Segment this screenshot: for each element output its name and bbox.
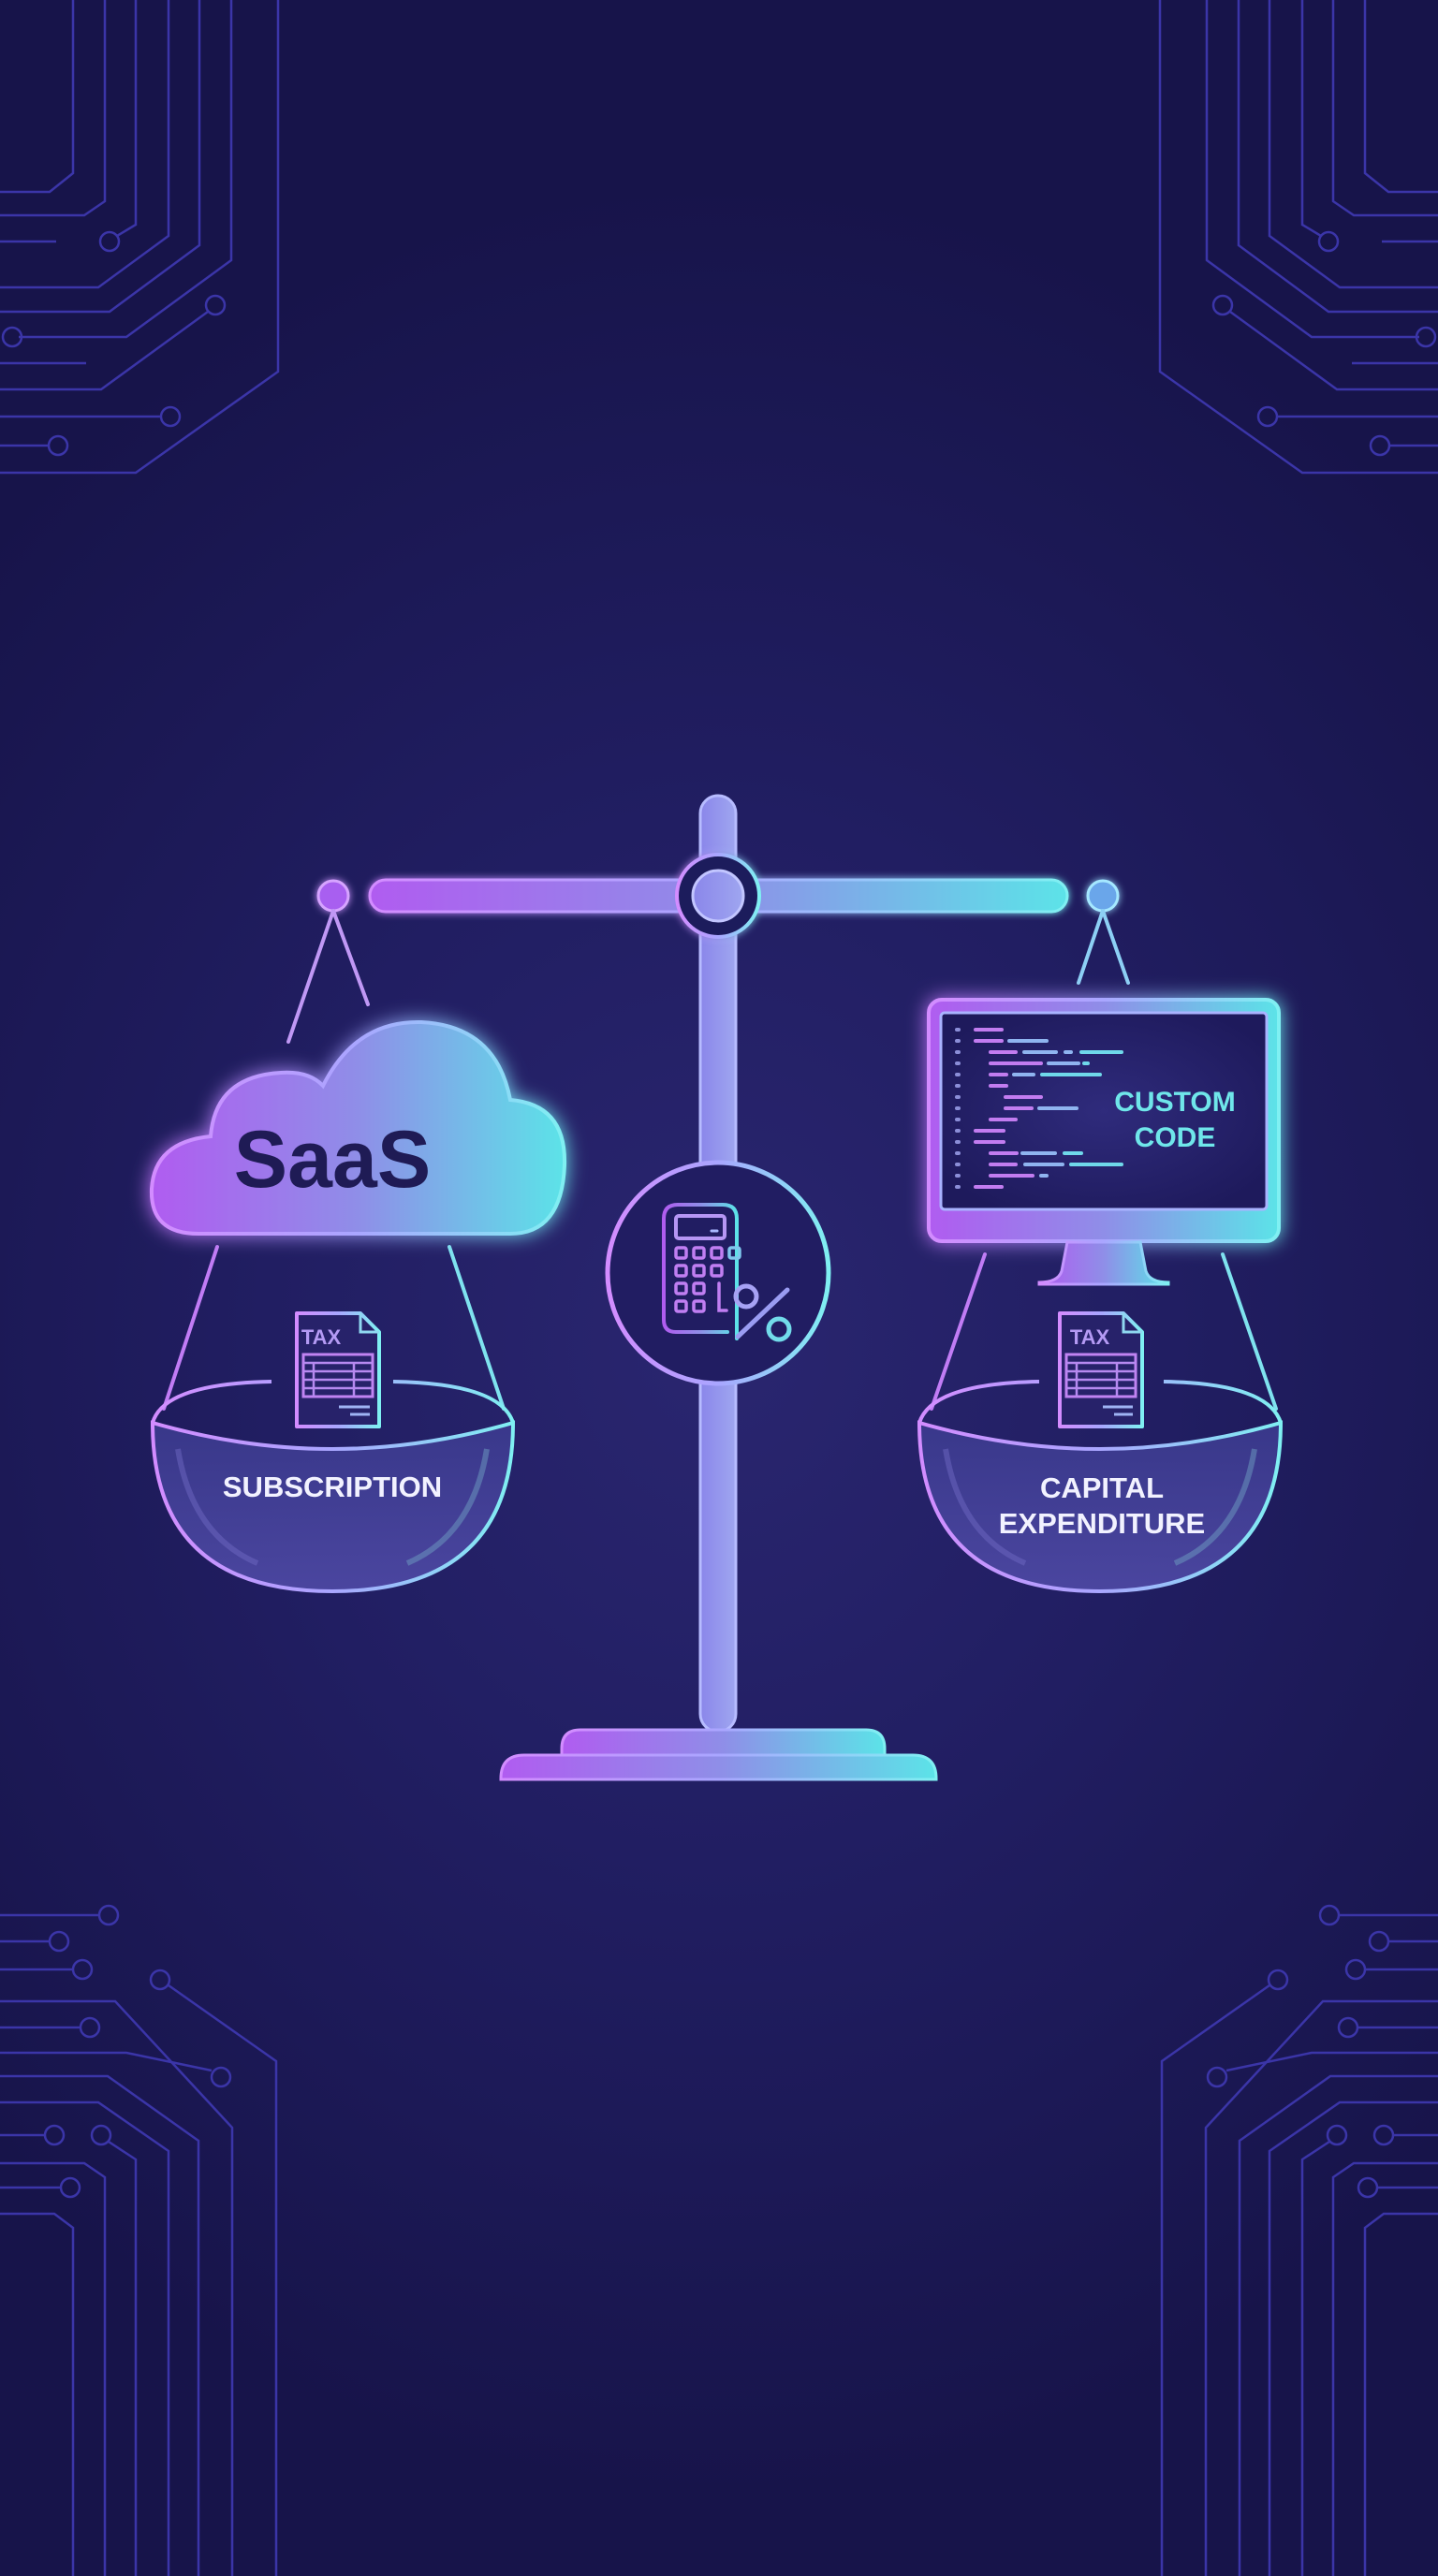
tax-document-icon-left bbox=[295, 1311, 381, 1428]
percent-icon bbox=[733, 1283, 792, 1342]
circuit-trace-top-right bbox=[1158, 0, 1438, 475]
circuit-trace-bottom-right bbox=[1160, 1904, 1438, 2576]
circuit-trace-bottom-left bbox=[0, 1904, 278, 2576]
scale-pan-left bbox=[150, 1380, 516, 1594]
custom-code-label-line2: CODE bbox=[1135, 1122, 1216, 1153]
subscription-label: SUBSCRIPTION bbox=[223, 1471, 442, 1503]
tax-document-icon-right bbox=[1058, 1311, 1144, 1428]
capital-expenditure-label-line1: CAPITAL bbox=[1040, 1471, 1164, 1504]
tax-doc-label-left: TAX bbox=[301, 1325, 342, 1349]
scale-pan-right bbox=[917, 1380, 1284, 1594]
circuit-trace-top-left bbox=[0, 0, 280, 475]
monitor-stand bbox=[1037, 1240, 1170, 1286]
scale-beam bbox=[316, 853, 1120, 939]
capital-expenditure-label-line2: EXPENDITURE bbox=[999, 1507, 1205, 1540]
scale-base-upper bbox=[560, 1728, 887, 1757]
tax-doc-label-right: TAX bbox=[1070, 1325, 1110, 1349]
custom-code-monitor-icon bbox=[927, 998, 1281, 1286]
custom-code-label-line1: CUSTOM bbox=[1114, 1087, 1235, 1118]
beam-end-right bbox=[1086, 879, 1120, 913]
saas-cloud-icon bbox=[149, 1019, 567, 1236]
code-lines bbox=[955, 1028, 1123, 1189]
scale-base-lower bbox=[499, 1753, 938, 1781]
beam-end-left bbox=[316, 879, 350, 913]
hanger-strings bbox=[162, 909, 1278, 1411]
saas-label: SaaS bbox=[234, 1115, 431, 1205]
calculator-percent-icon bbox=[605, 1160, 831, 1386]
